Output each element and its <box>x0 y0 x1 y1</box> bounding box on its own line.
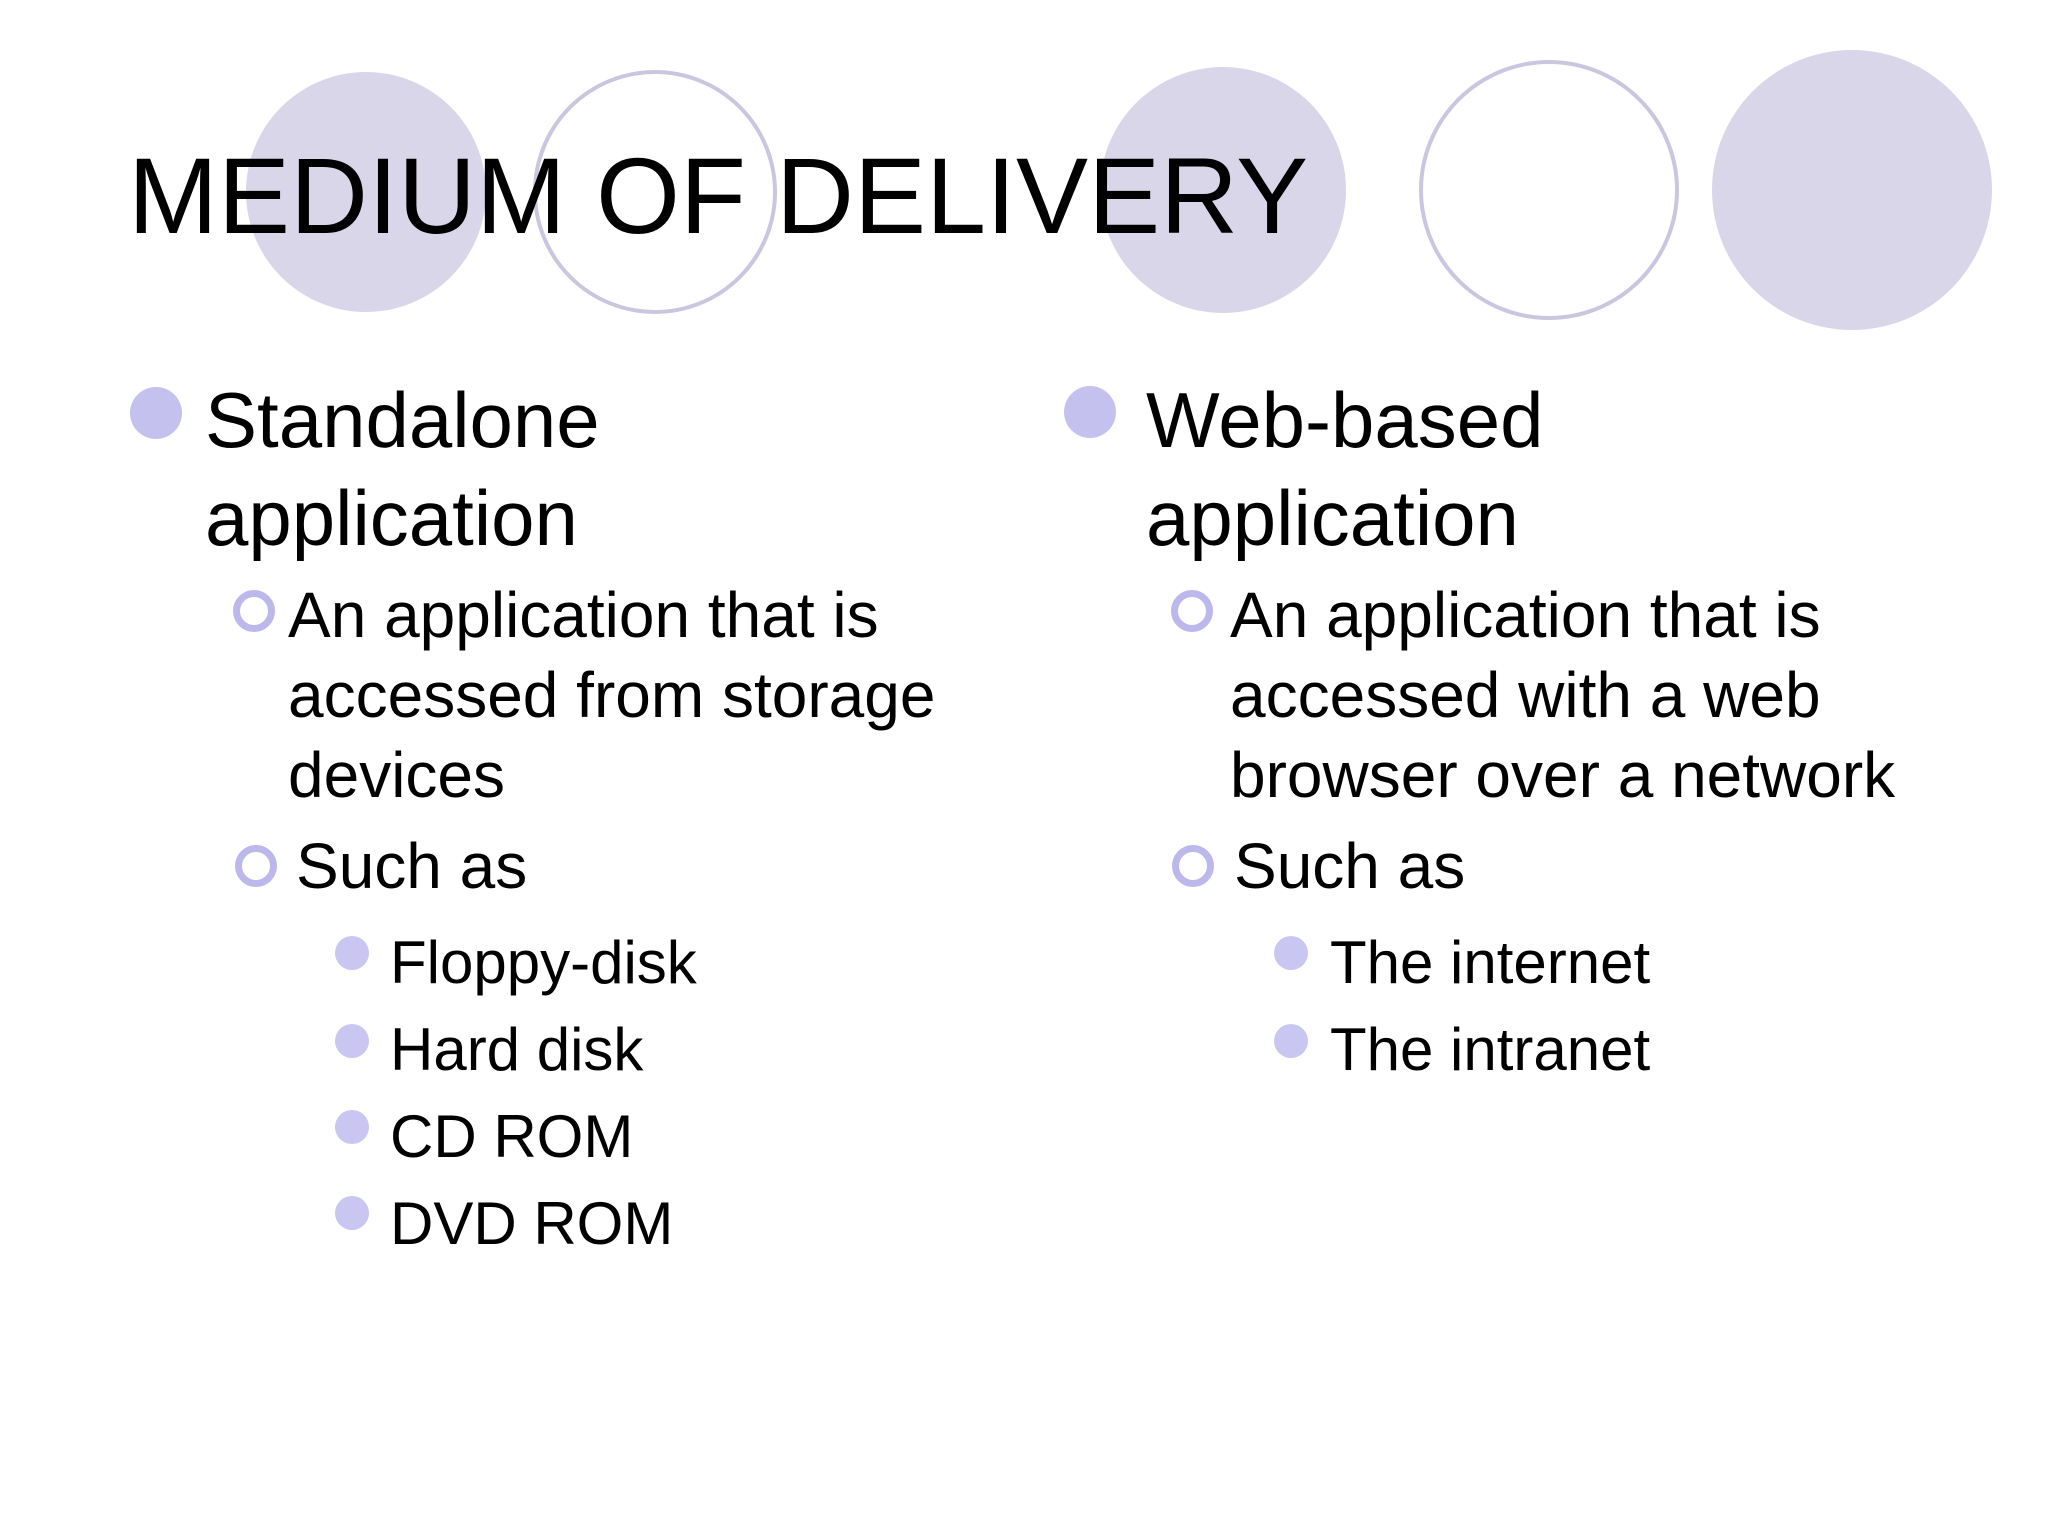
description-line: An application that is <box>1230 579 1821 651</box>
description-line: accessed with a web <box>1230 659 1821 731</box>
heading-line: Web-based <box>1146 376 1544 464</box>
list-item: Floppy-disk <box>390 929 697 996</box>
heading-line: application <box>205 474 578 562</box>
bullet-open-icon <box>235 845 277 887</box>
decorative-circle-5 <box>1712 50 1992 330</box>
list-item: Hard disk <box>390 1016 644 1083</box>
bullet-sub-icon <box>1274 1024 1308 1058</box>
standalone-description: An application that is accessed from sto… <box>288 575 935 815</box>
decorative-circle-3 <box>1100 67 1346 313</box>
bullet-sub-icon <box>335 936 369 970</box>
description-line: devices <box>288 739 505 811</box>
bullet-sub-icon <box>335 1110 369 1144</box>
bullet-level1-icon <box>130 387 182 439</box>
description-line: accessed from storage <box>288 659 936 731</box>
heading-standalone: Standalone application <box>205 371 600 567</box>
heading-line: application <box>1146 474 1519 562</box>
decorative-circle-4 <box>1419 60 1679 320</box>
bullet-open-icon <box>233 590 275 632</box>
bullet-open-icon <box>1171 590 1213 632</box>
decorative-circle-1 <box>246 72 486 312</box>
web-based-description: An application that is accessed with a w… <box>1230 575 1895 815</box>
slide-title: MEDIUM OF DELIVERY <box>128 135 1309 256</box>
bullet-sub-icon <box>1274 936 1308 970</box>
list-item: CD ROM <box>390 1103 634 1170</box>
bullet-level1-icon <box>1064 386 1116 438</box>
description-line: browser over a network <box>1230 739 1896 811</box>
standalone-such-as-label: Such as <box>296 830 528 902</box>
bullet-sub-icon <box>335 1196 369 1230</box>
list-item: DVD ROM <box>390 1190 674 1257</box>
bullet-open-icon <box>1172 845 1214 887</box>
heading-line: Standalone <box>205 376 600 464</box>
list-item: The internet <box>1330 929 1651 996</box>
bullet-sub-icon <box>335 1024 369 1058</box>
web-based-such-as-label: Such as <box>1234 830 1466 902</box>
heading-web-based: Web-based application <box>1146 371 1543 567</box>
list-item: The intranet <box>1330 1016 1651 1083</box>
description-line: An application that is <box>288 579 879 651</box>
decorative-circle-2 <box>533 70 777 314</box>
